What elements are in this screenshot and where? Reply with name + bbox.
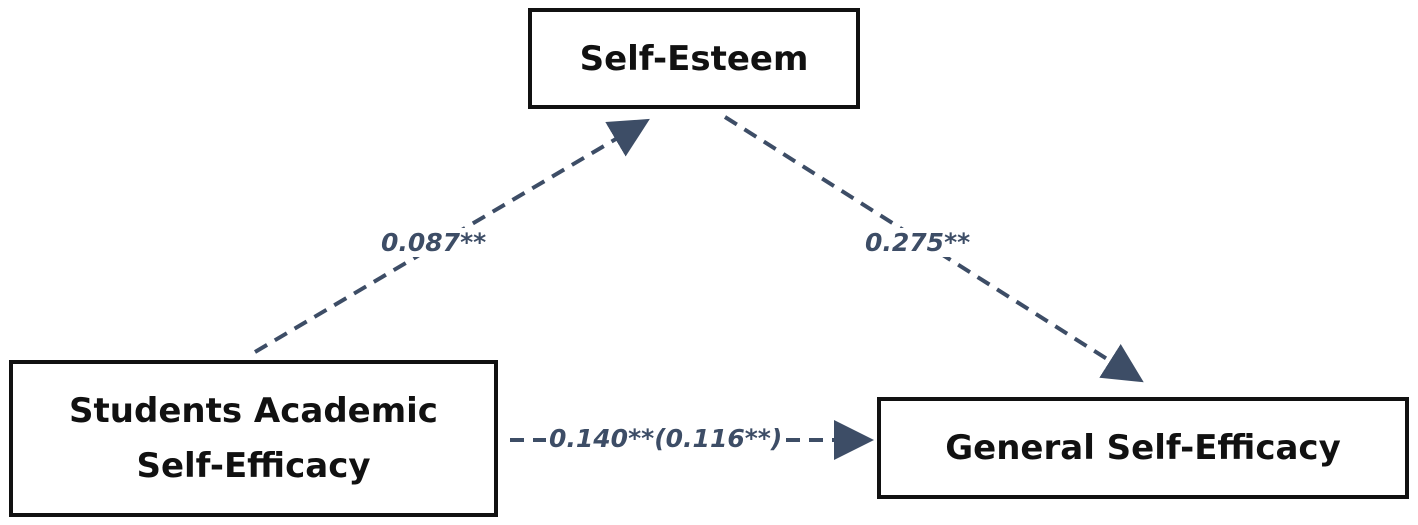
path-b-coefficient: 0.275** bbox=[862, 228, 974, 257]
predictor-label-line-2: Self-Efficacy bbox=[136, 445, 371, 486]
students-academic-self-efficacy-label: Students Academic Self-Efficacy bbox=[69, 384, 438, 493]
students-academic-self-efficacy-box: Students Academic Self-Efficacy bbox=[9, 360, 498, 517]
path-a-coefficient: 0.087** bbox=[378, 228, 490, 257]
self-esteem-box: Self-Esteem bbox=[528, 8, 860, 109]
general-self-efficacy-box: General Self-Efficacy bbox=[877, 397, 1409, 499]
path-c-coefficient: 0.140**(0.116**) bbox=[546, 424, 786, 453]
general-self-efficacy-label: General Self-Efficacy bbox=[945, 428, 1341, 468]
predictor-label-line-1: Students Academic bbox=[69, 391, 438, 432]
path-a-arrow bbox=[253, 118, 650, 354]
self-esteem-label: Self-Esteem bbox=[579, 38, 809, 79]
